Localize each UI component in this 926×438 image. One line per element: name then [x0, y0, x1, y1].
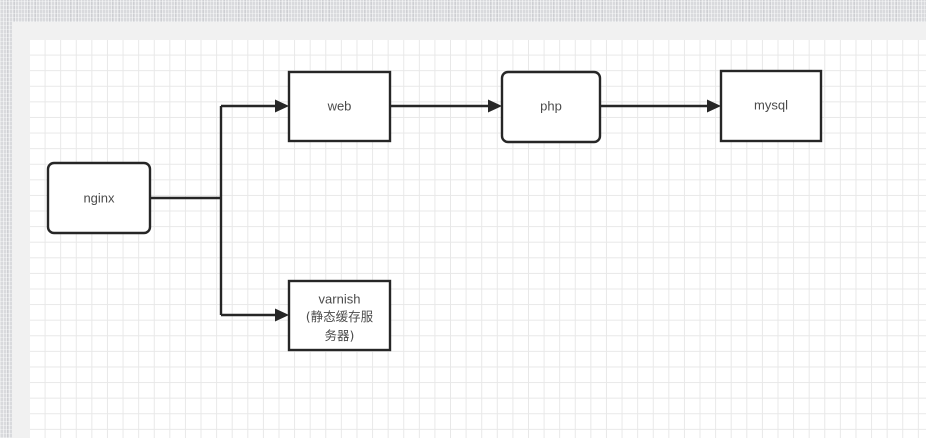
node-php-label: php: [540, 98, 562, 113]
node-varnish-box[interactable]: [287, 279, 392, 352]
node-varnish-label: varnish: [319, 291, 361, 306]
arrow-head-varnish: [275, 308, 289, 322]
node-mysql[interactable]: mysql: [719, 69, 823, 143]
node-php[interactable]: php: [500, 70, 602, 144]
node-web-box[interactable]: [287, 70, 392, 143]
node-mysql-label: mysql: [754, 97, 788, 112]
edge-nginx-varnish[interactable]: [221, 308, 289, 322]
node-nginx-label: nginx: [83, 190, 115, 205]
edge-nginx-web[interactable]: [221, 99, 289, 113]
arrow-head-web: [275, 99, 289, 113]
node-web[interactable]: web: [287, 70, 392, 143]
node-web-label: web: [327, 98, 352, 113]
node-nginx-box[interactable]: [46, 161, 152, 235]
node-nginx[interactable]: nginx: [46, 161, 152, 235]
node-varnish-label-line2: (静态缓存服: [306, 309, 374, 324]
node-php-box[interactable]: [500, 70, 602, 144]
edge-php-mysql[interactable]: [600, 99, 721, 113]
node-varnish[interactable]: varnish (静态缓存服 务器): [287, 279, 392, 352]
node-mysql-box[interactable]: [719, 69, 823, 143]
arrow-head-mysql: [707, 99, 721, 113]
node-varnish-label-line3: 务器): [325, 328, 355, 343]
arrow-head-php: [488, 99, 502, 113]
edge-web-php[interactable]: [390, 99, 502, 113]
